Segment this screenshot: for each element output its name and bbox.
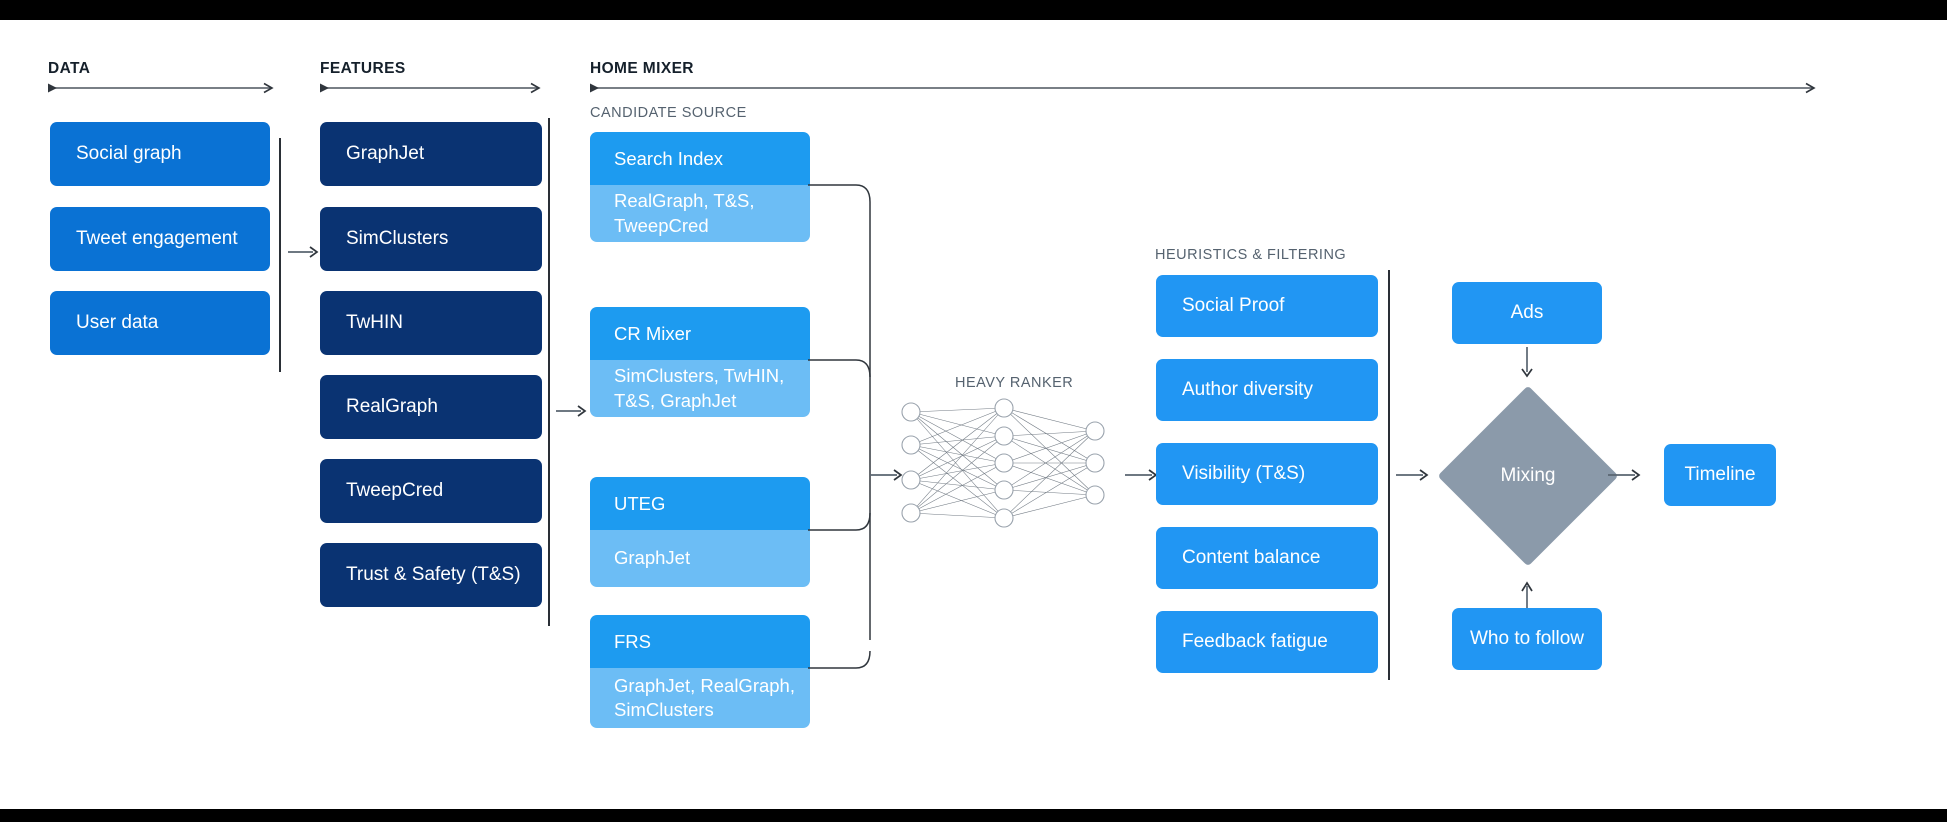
candidate-source-card-search-index[interactable]: Search Index RealGraph, T&S, TweepCred <box>590 132 810 242</box>
data-card-tweet-engagement[interactable]: Tweet engagement <box>50 207 270 271</box>
section-title-features: FEATURES <box>320 60 406 77</box>
output-card-label: Who to follow <box>1469 627 1585 649</box>
candidate-source-card-cr-mixer[interactable]: CR Mixer SimClusters, TwHIN, T&S, GraphJ… <box>590 307 810 417</box>
label-heuristics-filtering: HEURISTICS & FILTERING <box>1155 247 1347 263</box>
feature-card-tweepcred[interactable]: TweepCred <box>320 459 542 523</box>
data-card-social-graph[interactable]: Social graph <box>50 122 270 186</box>
data-card-label: Social graph <box>76 142 182 164</box>
candidate-source-title: FRS <box>590 615 810 668</box>
heuristic-card-social-proof[interactable]: Social Proof <box>1156 275 1378 337</box>
heuristic-card-content-balance[interactable]: Content balance <box>1156 527 1378 589</box>
section-rule-data <box>48 82 278 94</box>
data-card-label: User data <box>76 311 159 333</box>
heuristic-card-label: Visibility (T&S) <box>1182 462 1306 484</box>
divider-features-mixer <box>548 118 550 626</box>
feature-card-graphjet[interactable]: GraphJet <box>320 122 542 186</box>
bottom-letterbox-bar <box>0 809 1947 822</box>
heavy-ranker-neural-network <box>895 398 1113 528</box>
feature-card-label: Trust & Safety (T&S) <box>346 563 521 585</box>
candidate-source-features: RealGraph, T&S, TweepCred <box>590 185 810 242</box>
candidate-source-title: Search Index <box>590 132 810 185</box>
arrow-mixing-to-timeline <box>1608 468 1642 482</box>
section-title-home-mixer: HOME MIXER <box>590 60 694 77</box>
heuristic-card-visibility[interactable]: Visibility (T&S) <box>1156 443 1378 505</box>
divider-heuristics-output <box>1388 270 1390 680</box>
section-rule-features <box>320 82 545 94</box>
data-card-label: Tweet engagement <box>76 227 238 249</box>
arrow-ads-to-mixing <box>1520 347 1534 379</box>
divider-data-features <box>279 138 281 372</box>
data-card-user-data[interactable]: User data <box>50 291 270 355</box>
arrow-features-to-mixer <box>556 404 588 418</box>
feature-card-twhin[interactable]: TwHIN <box>320 291 542 355</box>
feature-card-realgraph[interactable]: RealGraph <box>320 375 542 439</box>
output-card-who-to-follow[interactable]: Who to follow <box>1452 608 1602 670</box>
feature-card-trust-and-safety[interactable]: Trust & Safety (T&S) <box>320 543 542 607</box>
heuristic-card-author-diversity[interactable]: Author diversity <box>1156 359 1378 421</box>
arrow-heuristics-to-mixing <box>1396 468 1430 482</box>
connector-candidate-sources-to-ranker <box>808 170 908 690</box>
heuristic-card-feedback-fatigue[interactable]: Feedback fatigue <box>1156 611 1378 673</box>
candidate-source-features: GraphJet, RealGraph, SimClusters <box>590 668 810 728</box>
arrow-data-to-features <box>288 245 320 259</box>
candidate-source-features: GraphJet <box>590 530 810 587</box>
feature-card-label: RealGraph <box>346 395 438 417</box>
heuristic-card-label: Feedback fatigue <box>1182 630 1328 652</box>
mixing-label: Mixing <box>1500 465 1556 486</box>
diagram-canvas: DATA FEATURES HOME MIXER <box>0 20 1947 809</box>
candidate-source-features: SimClusters, TwHIN, T&S, GraphJet <box>590 360 810 417</box>
output-card-label: Timeline <box>1684 463 1756 485</box>
candidate-source-card-uteg[interactable]: UTEG GraphJet <box>590 477 810 587</box>
label-heavy-ranker: HEAVY RANKER <box>955 375 1074 391</box>
output-card-ads[interactable]: Ads <box>1452 282 1602 344</box>
feature-card-label: SimClusters <box>346 227 449 249</box>
feature-card-label: TwHIN <box>346 311 403 333</box>
feature-card-simclusters[interactable]: SimClusters <box>320 207 542 271</box>
section-rule-home-mixer <box>590 82 1820 94</box>
heuristic-card-label: Social Proof <box>1182 294 1285 316</box>
top-letterbox-bar <box>0 0 1947 20</box>
candidate-source-title: CR Mixer <box>590 307 810 360</box>
output-card-timeline[interactable]: Timeline <box>1664 444 1776 506</box>
feature-card-label: TweepCred <box>346 479 444 501</box>
candidate-source-title: UTEG <box>590 477 810 530</box>
candidate-source-card-frs[interactable]: FRS GraphJet, RealGraph, SimClusters <box>590 615 810 728</box>
feature-card-label: GraphJet <box>346 142 425 164</box>
heuristic-card-label: Content balance <box>1182 546 1321 568</box>
arrow-ranker-to-heuristics <box>1125 468 1159 482</box>
heuristic-card-label: Author diversity <box>1182 378 1313 400</box>
output-card-label: Ads <box>1510 301 1544 323</box>
section-title-data: DATA <box>48 60 91 77</box>
arrow-sources-to-heavy-ranker <box>870 468 904 482</box>
label-candidate-source: CANDIDATE SOURCE <box>590 105 747 121</box>
